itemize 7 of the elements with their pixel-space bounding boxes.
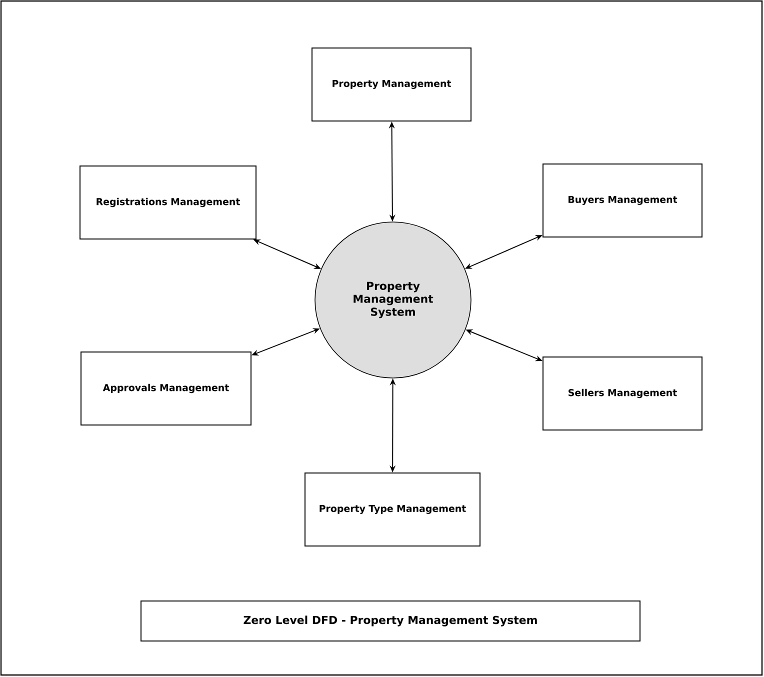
title-box: Zero Level DFD - Property Management System — [140, 600, 640, 642]
entity-box: Approvals Management — [80, 352, 252, 426]
entity-box: Registrations Management — [80, 166, 256, 240]
entity-box: Sellers Management — [542, 356, 702, 430]
entity-box: Property Type Management — [304, 472, 480, 546]
entity-box: Property Management — [312, 48, 472, 122]
entity-box: Buyers Management — [542, 164, 702, 238]
